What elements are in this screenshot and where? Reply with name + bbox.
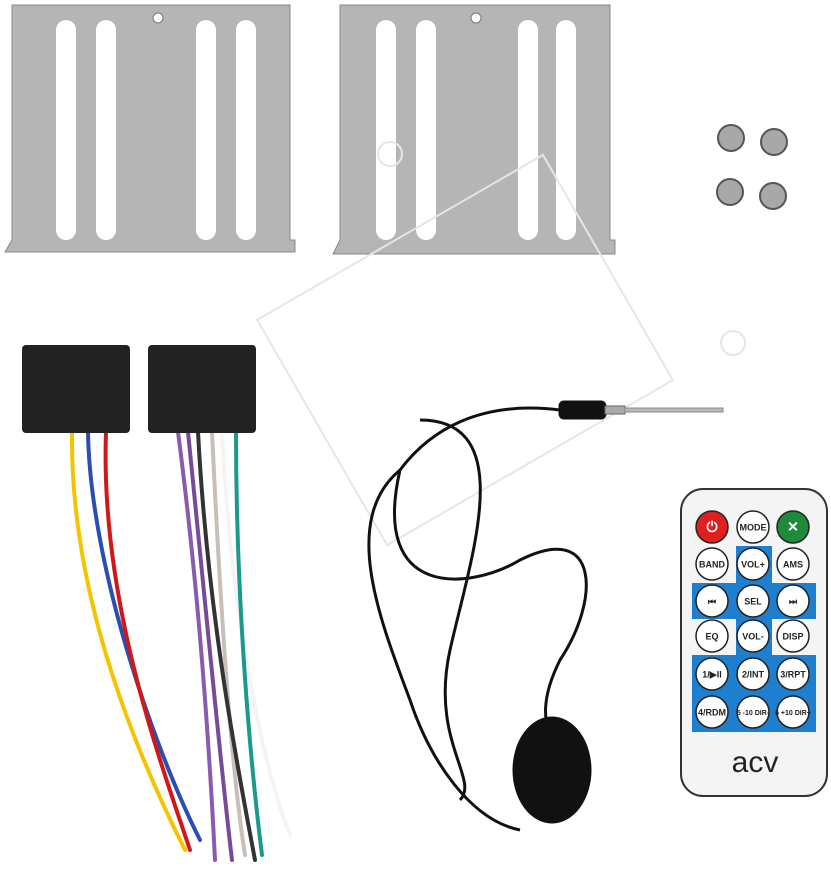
remote-button-7[interactable] [736,584,770,618]
remote-button-8[interactable] [776,584,810,618]
remote-button-label: 5 -10 DIR- [737,710,770,717]
remote-button-3[interactable] [695,547,729,581]
remote-button-9[interactable] [695,619,729,653]
remote-button-label: AMS [783,559,803,569]
microphone [367,400,724,832]
remote-button-1[interactable] [736,510,770,544]
remote-button-17[interactable] [776,695,810,729]
remote-button-label: 2/INT [742,669,765,679]
remote-button-label: MODE [740,522,767,532]
remote-button-4[interactable] [736,547,770,581]
remote-button-label: 6 +10 DIR+ [775,710,811,717]
remote-button-label: ⏭ [789,596,798,606]
remote-button-2[interactable] [776,510,810,544]
mounting-bracket-right [332,4,616,255]
remote-button-label: ⏮ [708,596,716,606]
remote-button-label: EQ [705,631,718,641]
remote-button-label: SEL [744,596,762,606]
remote-button-14[interactable] [776,657,810,691]
remote-button-label: BAND [699,559,725,569]
remote-button-label: VOL- [742,631,764,641]
remote-button-0[interactable] [695,510,729,544]
iso-connectors [22,345,292,862]
power-icon: ⏻ [706,519,717,535]
remote-button-label: 4/RDM [698,707,726,717]
remote-button-label: VOL+ [741,559,765,569]
remote-button-13[interactable] [736,657,770,691]
remote-button-6[interactable] [695,584,729,618]
remote-button-label: 1/▶II [702,669,721,679]
remote-button-16[interactable] [736,695,770,729]
remote-button-15[interactable] [695,695,729,729]
mute-icon: ✕ [787,519,799,535]
remote-button-10[interactable] [736,619,770,653]
remote-button-12[interactable] [695,657,729,691]
screws [716,124,788,210]
remote-button-label: DISP [782,631,803,641]
remote-button-11[interactable] [776,619,810,653]
remote-brand-logo: acv [732,746,779,779]
mounting-bracket-left [4,4,296,253]
watermark [255,141,746,547]
remote-button-5[interactable] [776,547,810,581]
remote-control: ⏻ MODE ✕ BAND VOL+ AMS ⏮ SEL ⏭ EQ VOL- DISP 1/▶II 2/I… [680,488,828,797]
remote-button-label: 3/RPT [780,669,806,679]
